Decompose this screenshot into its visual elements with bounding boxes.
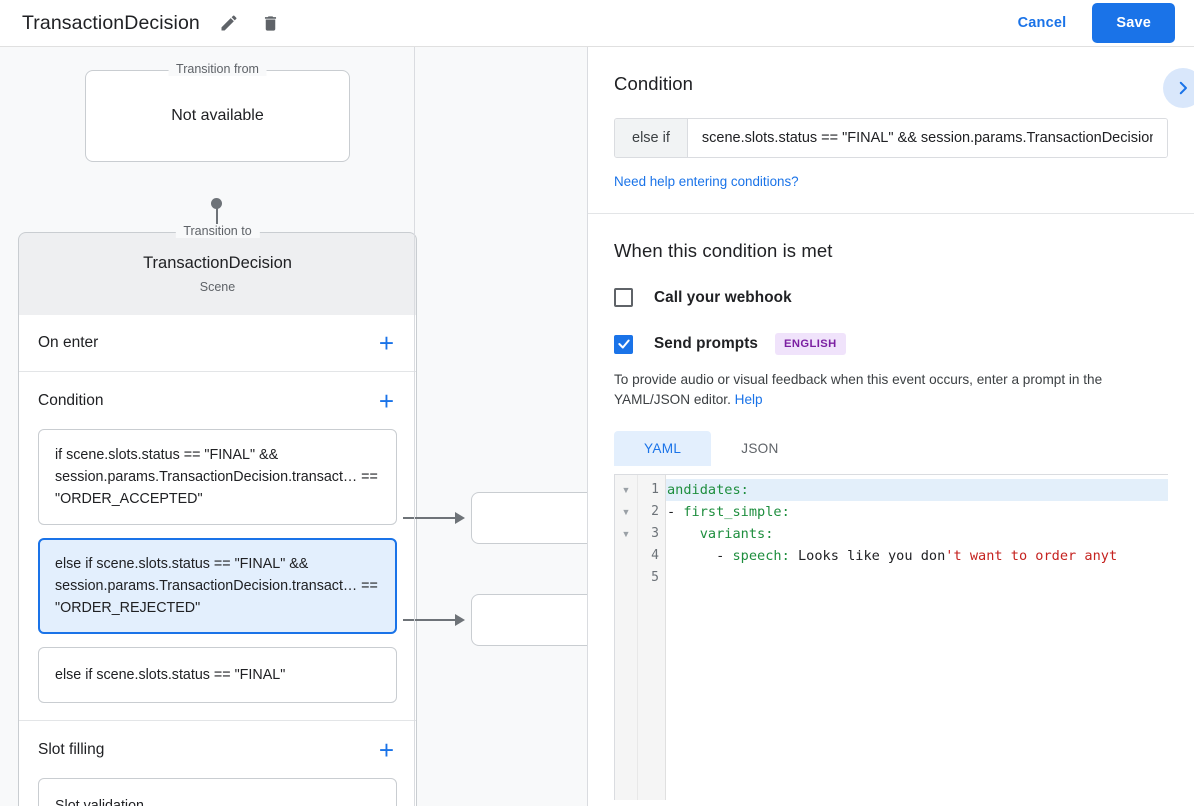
call-webhook-label: Call your webhook xyxy=(654,288,792,306)
condition-help-link[interactable]: Need help entering conditions? xyxy=(614,174,799,189)
code-token: 't want to order anyt xyxy=(945,548,1118,564)
condition-list-item[interactable]: else if scene.slots.status == "FINAL" xyxy=(38,647,397,703)
flow-canvas: Transition from Not available Transition… xyxy=(0,47,587,806)
call-webhook-checkbox[interactable] xyxy=(614,288,633,307)
send-prompts-label: Send prompts xyxy=(654,335,759,352)
code-line[interactable]: variants: xyxy=(666,523,1168,545)
add-on-enter-button[interactable]: + xyxy=(378,328,394,358)
prompts-hint-body: To provide audio or visual feedback when… xyxy=(614,372,1103,407)
code-token xyxy=(667,526,700,542)
condition-list-item[interactable]: if scene.slots.status == "FINAL" && sess… xyxy=(38,429,397,525)
target-node-1[interactable] xyxy=(471,492,587,544)
section-header-slot-filling: Slot filling + xyxy=(19,721,416,778)
transition-from-node[interactable]: Transition from Not available xyxy=(85,62,350,162)
pencil-icon[interactable] xyxy=(216,10,242,36)
fold-spacer xyxy=(615,545,637,567)
canvas-column-divider xyxy=(414,47,415,806)
scene-body: On enter + Condition + if scene.slots.st… xyxy=(18,315,417,806)
code-token: Looks like you don xyxy=(789,548,946,564)
detail-heading: Condition xyxy=(614,73,694,94)
send-prompts-checkbox[interactable] xyxy=(614,334,633,354)
add-slot-filling-button[interactable]: + xyxy=(378,734,394,765)
editor-format-tabs: YAML JSON xyxy=(614,431,1168,466)
top-app-bar: TransactionDecision Cancel Save xyxy=(0,0,1194,47)
code-token: variants xyxy=(699,526,766,542)
add-condition-button[interactable]: + xyxy=(378,385,394,416)
editor-fold-column[interactable]: ▼ ▼ ▼ xyxy=(615,475,638,800)
send-prompts-row[interactable]: Send prompts ENGLISH xyxy=(614,333,1168,355)
section-title: On enter xyxy=(38,334,99,351)
transition-from-legend: Transition from xyxy=(168,62,267,76)
code-token: speech xyxy=(732,548,782,564)
code-line[interactable]: andidates: xyxy=(666,479,1168,501)
webhook-row[interactable]: Call your webhook xyxy=(614,288,1168,307)
tab-yaml[interactable]: YAML xyxy=(614,431,712,466)
transition-to-box[interactable]: TransactionDecision Scene xyxy=(18,232,417,315)
edge-line-1 xyxy=(403,517,463,519)
section-header-condition: Condition + xyxy=(19,372,416,429)
condition-input-row[interactable]: else if xyxy=(614,118,1168,158)
transition-to-legend: Transition to xyxy=(175,224,260,238)
fold-toggle-icon[interactable]: ▼ xyxy=(621,529,631,539)
flow-canvas-panel[interactable]: Transition from Not available Transition… xyxy=(0,47,587,806)
when-condition-met-section: When this condition is met Call your web… xyxy=(588,214,1194,800)
code-line[interactable] xyxy=(666,567,1168,589)
edge-arrow-icon-2 xyxy=(455,614,465,626)
fold-toggle-icon[interactable]: ▼ xyxy=(621,507,631,517)
code-token: : xyxy=(781,548,790,564)
condition-input[interactable] xyxy=(687,119,1167,157)
code-token: : xyxy=(781,504,790,520)
code-token: : xyxy=(740,482,749,498)
section-title: Condition xyxy=(38,391,104,409)
fold-spacer xyxy=(615,567,637,589)
line-number: 2 xyxy=(651,504,659,519)
condition-editor-section: Condition else if Need help entering con… xyxy=(588,47,1194,214)
code-token: - xyxy=(667,504,684,520)
scene-subtitle: Scene xyxy=(199,280,236,294)
code-line[interactable]: - speech: Looks like you don't want to o… xyxy=(666,545,1168,567)
condition-list-item-selected[interactable]: else if scene.slots.status == "FINAL" &&… xyxy=(38,538,397,634)
section-body-condition: if scene.slots.status == "FINAL" && sess… xyxy=(19,429,416,721)
tab-json[interactable]: JSON xyxy=(741,441,779,456)
line-number: 3 xyxy=(651,526,659,541)
transition-to-node[interactable]: Transition to TransactionDecision Scene xyxy=(18,224,417,315)
trash-icon[interactable] xyxy=(258,10,284,36)
section-header-on-enter: On enter + xyxy=(19,315,416,372)
fold-toggle-icon[interactable]: ▼ xyxy=(621,485,631,495)
code-token: - xyxy=(667,548,733,564)
slot-validation-item[interactable]: Slot validation xyxy=(38,778,397,806)
target-node-2[interactable] xyxy=(471,594,587,646)
edge-arrow-icon-1 xyxy=(455,512,465,524)
page-title: TransactionDecision xyxy=(22,11,200,34)
language-badge: ENGLISH xyxy=(775,333,846,355)
condition-prefix-label: else if xyxy=(615,119,688,157)
code-token: : xyxy=(765,526,774,542)
editor-code-area[interactable]: andidates:- first_simple: variants: - sp… xyxy=(666,475,1168,800)
transition-from-box[interactable]: Not available xyxy=(85,70,350,162)
section-body-slot-filling: Slot validation xyxy=(19,778,416,806)
line-number: 1 xyxy=(651,482,659,497)
save-button[interactable]: Save xyxy=(1092,3,1175,43)
line-number: 5 xyxy=(651,570,659,585)
prompts-help-link[interactable]: Help xyxy=(734,392,763,407)
transition-from-value: Not available xyxy=(171,107,264,124)
code-token: first_simple xyxy=(683,504,782,520)
when-met-heading: When this condition is met xyxy=(614,240,833,261)
chevron-right-icon[interactable] xyxy=(1163,68,1194,108)
code-token: andidates xyxy=(667,482,741,498)
edge-line-2 xyxy=(403,619,463,621)
scene-title: TransactionDecision xyxy=(143,254,292,272)
editor-line-numbers: 1 2 3 4 5 xyxy=(638,475,666,800)
section-title: Slot filling xyxy=(38,740,105,758)
line-number: 4 xyxy=(651,548,659,563)
code-line[interactable]: - first_simple: xyxy=(666,501,1168,523)
detail-panel: Condition else if Need help entering con… xyxy=(587,47,1194,806)
prompts-hint-text: To provide audio or visual feedback when… xyxy=(614,370,1168,410)
cancel-button[interactable]: Cancel xyxy=(1004,7,1081,39)
